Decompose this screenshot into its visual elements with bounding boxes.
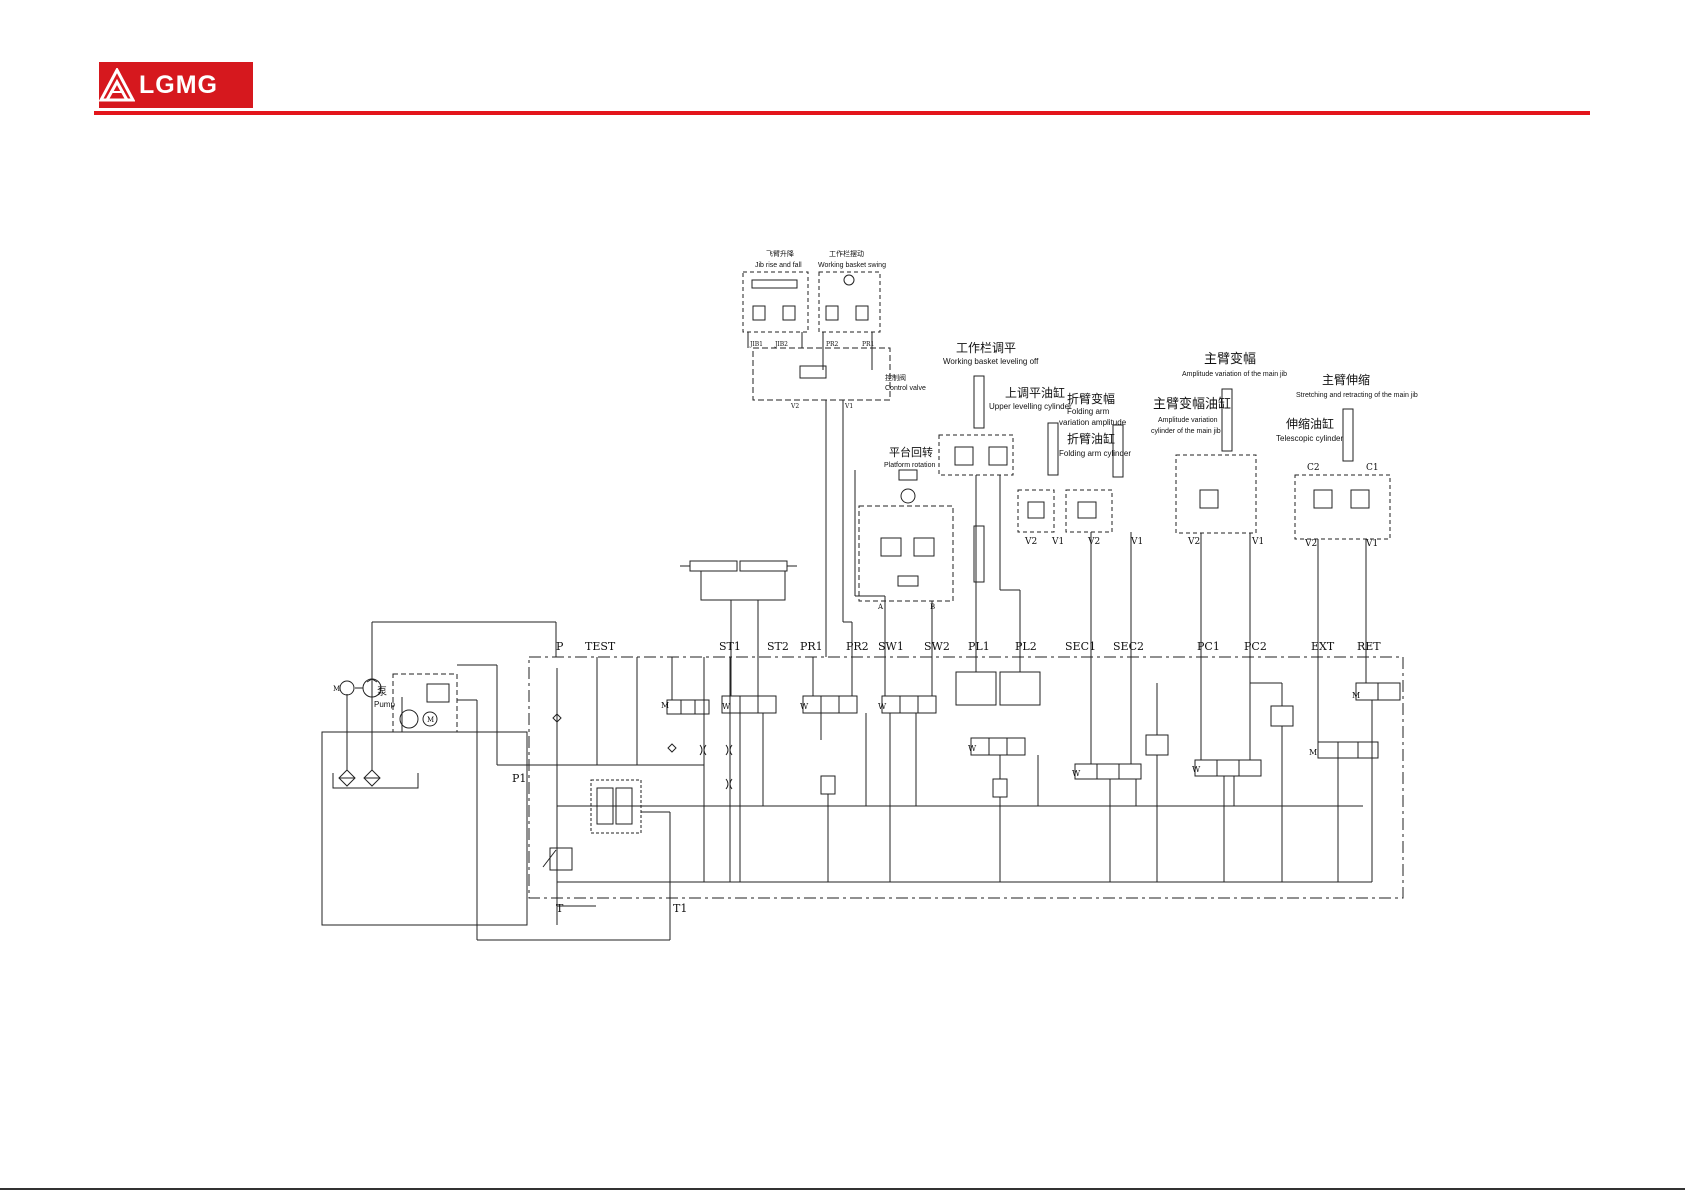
label-main-amp-cyl-zh: 主臂变幅油缸 bbox=[1153, 396, 1231, 412]
label-main-amp-cyl-en2: cylinder of the main jib bbox=[1151, 428, 1221, 435]
control-valve-box bbox=[752, 347, 891, 401]
port-label-p: P bbox=[556, 640, 564, 653]
header-rule bbox=[94, 111, 1590, 115]
port-label-pr1: PR1 bbox=[800, 640, 823, 653]
label-v2-main: V2 bbox=[1087, 537, 1100, 547]
label-platform-en: Platform rotation bbox=[884, 462, 935, 469]
brand-name: LGMG bbox=[139, 70, 218, 99]
port-label-pr2: PR2 bbox=[846, 640, 869, 653]
label-v1-control: V1 bbox=[844, 403, 853, 410]
label-pr1-small: PR1 bbox=[862, 341, 874, 348]
label-leveling-en: Working basket leveling off bbox=[943, 357, 1039, 366]
port-label-test: TEST bbox=[585, 640, 616, 653]
label-m-motor2: M bbox=[427, 716, 434, 724]
label-w-sw: W bbox=[878, 702, 887, 711]
label-jib-zh: 飞臂升降 bbox=[766, 249, 794, 258]
label-tele-cyl-zh: 伸缩油缸 bbox=[1286, 416, 1334, 431]
label-upper-cyl-zh: 上调平油缸 bbox=[1005, 385, 1065, 400]
port-label-ext: EXT bbox=[1311, 640, 1335, 653]
actuators bbox=[680, 271, 1391, 657]
label-folding-cyl-en: Folding arm cylinder bbox=[1059, 449, 1131, 458]
label-v1-tele: V1 bbox=[1365, 539, 1378, 549]
label-m-motor: M bbox=[333, 685, 340, 693]
label-main-amp-zh: 主臂变幅 bbox=[1204, 351, 1256, 367]
motor-icon bbox=[422, 711, 438, 727]
label-main-amp-cyl-en1: Amplitude variation bbox=[1158, 417, 1218, 424]
port-label-pl1: PL1 bbox=[968, 640, 990, 653]
schematic-labels: P TEST ST1 ST2 PR1 PR2 SW1 SW2 PL1 PL2 S… bbox=[333, 249, 1418, 915]
label-basket-swing-zh: 工作栏摆动 bbox=[829, 249, 864, 258]
label-w-pr: W bbox=[800, 702, 809, 711]
label-control-valve-zh: 控制阀 bbox=[885, 373, 906, 382]
label-port-a: A bbox=[877, 603, 884, 611]
pump-relief-box bbox=[392, 673, 458, 733]
label-folding-cyl-zh: 折臂油缸 bbox=[1067, 431, 1115, 446]
label-v2-amp: V2 bbox=[1187, 537, 1200, 547]
label-jib-en: Jib rise and fall bbox=[755, 262, 802, 269]
filter-icon bbox=[363, 769, 381, 787]
port-label-sec1: SEC1 bbox=[1065, 640, 1096, 653]
label-main-amp-en: Amplitude variation of the main jib bbox=[1182, 371, 1287, 378]
pump-icon bbox=[399, 709, 419, 729]
label-jib1: JIB1 bbox=[749, 341, 763, 348]
port-label-st1: ST1 bbox=[719, 640, 741, 653]
port-label-sec2: SEC2 bbox=[1113, 640, 1144, 653]
hydraulic-motor-icon bbox=[900, 488, 916, 504]
label-stretch-zh: 主臂伸缩 bbox=[1322, 372, 1370, 387]
pump-tank-group bbox=[321, 621, 670, 941]
label-tele-cyl-en: Telescopic cylinder bbox=[1276, 434, 1343, 443]
label-pr2-small: PR2 bbox=[826, 341, 839, 348]
port-label-sw2: SW2 bbox=[924, 640, 950, 653]
manifold-block bbox=[528, 656, 1404, 899]
label-w-st: W bbox=[722, 702, 731, 711]
label-control-valve-en: Control valve bbox=[885, 385, 926, 392]
label-pump-zh: 泵 bbox=[377, 686, 387, 698]
label-folding-amp-en1: Folding arm bbox=[1067, 407, 1110, 416]
label-v1-main: V1 bbox=[1130, 537, 1143, 547]
label-platform-zh: 平台回转 bbox=[889, 445, 933, 459]
port-label-st2: ST2 bbox=[767, 640, 789, 653]
label-upper-cyl-en: Upper levelling cylinder bbox=[989, 402, 1072, 411]
label-v1-folding: V1 bbox=[1051, 537, 1064, 547]
label-w-pl: W bbox=[968, 744, 977, 753]
port-label-ret: RET bbox=[1357, 640, 1381, 653]
port-label-pl2: PL2 bbox=[1015, 640, 1037, 653]
label-m-test: M bbox=[661, 701, 669, 710]
label-v1-amp: V1 bbox=[1251, 537, 1264, 547]
label-folding-amp-en2: variation amplitude bbox=[1059, 418, 1127, 427]
label-v2-folding: V2 bbox=[1024, 537, 1037, 547]
label-v2-control: V2 bbox=[790, 403, 799, 410]
relief-and-flow-components bbox=[498, 657, 733, 940]
triangle-mountain-icon bbox=[99, 68, 135, 102]
port-label-sw1: SW1 bbox=[878, 640, 904, 653]
port-label-p1: P1 bbox=[512, 772, 526, 785]
label-v2-tele: V2 bbox=[1304, 539, 1317, 549]
port-label-pc2: PC2 bbox=[1244, 640, 1267, 653]
label-folding-amp-zh: 折臂变幅 bbox=[1067, 391, 1115, 406]
label-w-pc: W bbox=[1192, 765, 1201, 774]
label-pump-en: Pump bbox=[374, 700, 395, 709]
rotary-actuator-icon bbox=[843, 274, 855, 286]
label-c1: C1 bbox=[1366, 463, 1379, 473]
footer-rule bbox=[0, 1188, 1685, 1190]
label-jib2: JIB2 bbox=[774, 341, 788, 348]
filter-icon bbox=[338, 769, 356, 787]
label-w-sec: W bbox=[1072, 769, 1081, 778]
motor-icon bbox=[339, 680, 355, 696]
port-label-t: T bbox=[556, 902, 564, 915]
brand-logo: LGMG bbox=[99, 62, 253, 108]
directional-valve-bank bbox=[721, 657, 1401, 882]
label-m-ret: M bbox=[1352, 691, 1360, 700]
label-leveling-zh: 工作栏调平 bbox=[956, 340, 1016, 355]
label-port-b: B bbox=[930, 603, 935, 611]
label-stretch-en: Stretching and retracting of the main ji… bbox=[1296, 392, 1418, 399]
port-label-t1: T1 bbox=[673, 902, 687, 915]
label-basket-swing-en: Working basket swing bbox=[818, 262, 886, 269]
port-label-pc1: PC1 bbox=[1197, 640, 1220, 653]
label-m-ext: M bbox=[1309, 748, 1317, 757]
label-c2: C2 bbox=[1307, 463, 1320, 473]
